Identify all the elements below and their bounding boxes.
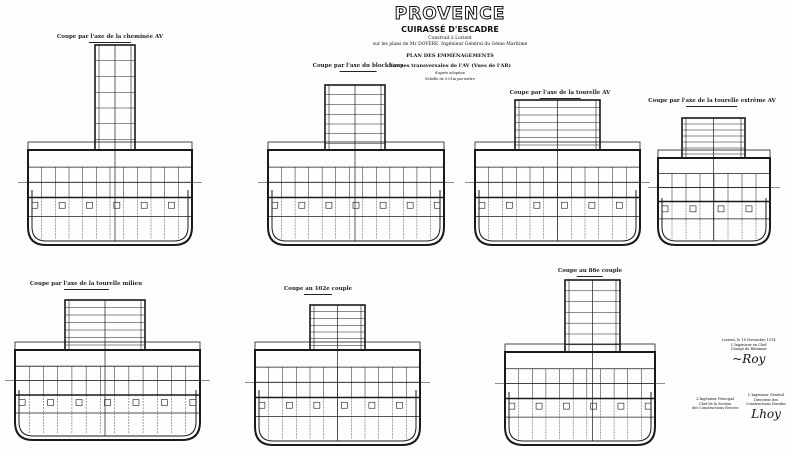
section-turret-extreme-fwd-upper-deck xyxy=(657,149,771,159)
section-turret-fwd-upper-deck xyxy=(474,141,641,151)
section-funnel-fwd-machinery xyxy=(113,201,121,209)
ship-name: PROVENCE xyxy=(394,4,506,25)
section-frame-102-machinery xyxy=(313,401,321,409)
section-funnel-fwd-machinery xyxy=(168,201,175,209)
section-turret-fwd-machinery xyxy=(561,201,568,209)
section-turret-middle-machinery xyxy=(104,399,111,406)
section-blockhouse-machinery xyxy=(379,201,387,209)
section-funnel-fwd-machinery xyxy=(86,201,93,209)
section-funnel-fwd-upper-deck xyxy=(27,141,193,151)
section-frame-86-machinery xyxy=(644,402,652,410)
section-turret-middle-hull xyxy=(14,349,201,441)
handwritten-signature: ~Roy xyxy=(732,351,766,366)
section-blockhouse-machinery xyxy=(433,201,441,209)
section-blockhouse-hull xyxy=(267,149,445,246)
section-frame-86-machinery xyxy=(508,402,516,410)
section-turret-fwd-machinery xyxy=(478,201,486,209)
signature-block: L'Ingénieur Général Directeur des Constr… xyxy=(746,393,787,421)
section-label: Coupe au 86e couple xyxy=(558,268,622,277)
section-turret-fwd-machinery xyxy=(616,201,623,209)
scale-note: Echelle de 0,01m par mètre xyxy=(425,77,475,81)
section-turret-extreme-fwd-machinery xyxy=(745,205,753,213)
scale-note: d'après adoption xyxy=(435,71,465,75)
section-frame-102-machinery xyxy=(396,401,403,409)
section-funnel-fwd-machinery xyxy=(140,201,148,209)
section-blockhouse-machinery xyxy=(325,201,333,209)
section-turret-extreme-fwd-machinery xyxy=(689,205,697,213)
section-turret-fwd-machinery xyxy=(506,201,513,209)
section-label: Coupe au 102e couple xyxy=(284,286,352,295)
designer: sur les plans de Mr DOYÈRE, Ingénieur Gé… xyxy=(372,42,528,47)
section-blockhouse-machinery xyxy=(352,201,360,209)
section-turret-middle-machinery xyxy=(132,399,140,406)
section-turret-middle-machinery xyxy=(47,399,54,406)
section-turret-middle-machinery xyxy=(189,399,197,406)
section-frame-102-machinery xyxy=(258,401,266,409)
section-frame-86-machinery xyxy=(535,402,543,410)
section-turret-middle-machinery xyxy=(75,399,83,406)
section-funnel-fwd-inner-hull xyxy=(31,190,189,242)
section-turret-fwd-machinery xyxy=(533,201,541,209)
section-frame-86-machinery xyxy=(590,402,597,410)
section-label: Coupe par l'axe de la tourelle milieu xyxy=(30,281,142,290)
title-block: PROVENCE CUIRASSÉ D'ESCADRE Construit à … xyxy=(372,4,528,82)
built-at: Construit à Lorient xyxy=(428,36,472,41)
section-turret-extreme-fwd-machinery xyxy=(717,205,725,213)
plan-title: PLAN DES EMMÉNAGEMENTS xyxy=(406,53,494,59)
section-turret-fwd-hull xyxy=(474,149,641,246)
section-label: Coupe par l'axe de la tourelle AV xyxy=(510,90,611,99)
section-funnel-fwd-hull xyxy=(27,149,193,246)
section-funnel-fwd-machinery xyxy=(31,201,39,209)
section-frame-102-machinery xyxy=(286,401,293,409)
section-frame-102-hull xyxy=(254,349,421,446)
section-turret-middle-machinery xyxy=(18,399,26,406)
section-blockhouse-machinery xyxy=(298,201,306,209)
section-turret-extreme-fwd-inner-hull xyxy=(661,198,767,242)
section-label: Coupe par l'axe de la tourelle extrême A… xyxy=(648,98,776,107)
ship-type: CUIRASSÉ D'ESCADRE xyxy=(401,25,499,34)
signature-block: L'Ingénieur Principal Chef de la Section… xyxy=(692,397,739,411)
section-blockhouse-upper-deck xyxy=(267,141,445,151)
section-frame-86-machinery xyxy=(563,402,570,410)
section-frame-86-upper-deck xyxy=(504,343,656,353)
signature-block: Lorient, le 18 Novembre 1914 L'Ingénieur… xyxy=(722,338,776,366)
section-frame-102-machinery xyxy=(341,401,348,409)
section-turret-middle-inner-hull xyxy=(18,390,197,437)
section-frame-102-machinery xyxy=(368,401,376,409)
section-blockhouse-machinery xyxy=(406,201,414,209)
section-turret-middle-upper-deck xyxy=(14,341,201,351)
section-frame-86-inner-hull xyxy=(508,392,652,442)
section-frame-102-upper-deck xyxy=(254,341,421,351)
section-blockhouse-inner-hull xyxy=(271,190,441,242)
section-turret-extreme-fwd-machinery xyxy=(661,205,669,213)
section-turret-fwd-machinery xyxy=(588,201,596,209)
section-frame-86-machinery xyxy=(617,402,625,410)
plan-subtitle: Coupes transversales de l'AV (Vues de l'… xyxy=(389,63,511,69)
handwritten-signature: Lhoy xyxy=(751,406,781,421)
section-turret-extreme-fwd-hull xyxy=(657,157,771,246)
section-turret-middle-machinery xyxy=(161,399,168,406)
section-blockhouse-machinery xyxy=(271,201,279,209)
section-funnel-fwd-machinery xyxy=(58,201,66,209)
section-label: Coupe par l'axe du blockhaus xyxy=(313,63,404,72)
section-label: Coupe par l'axe de la cheminée AV xyxy=(57,34,163,43)
section-frame-86-hull xyxy=(504,351,656,446)
